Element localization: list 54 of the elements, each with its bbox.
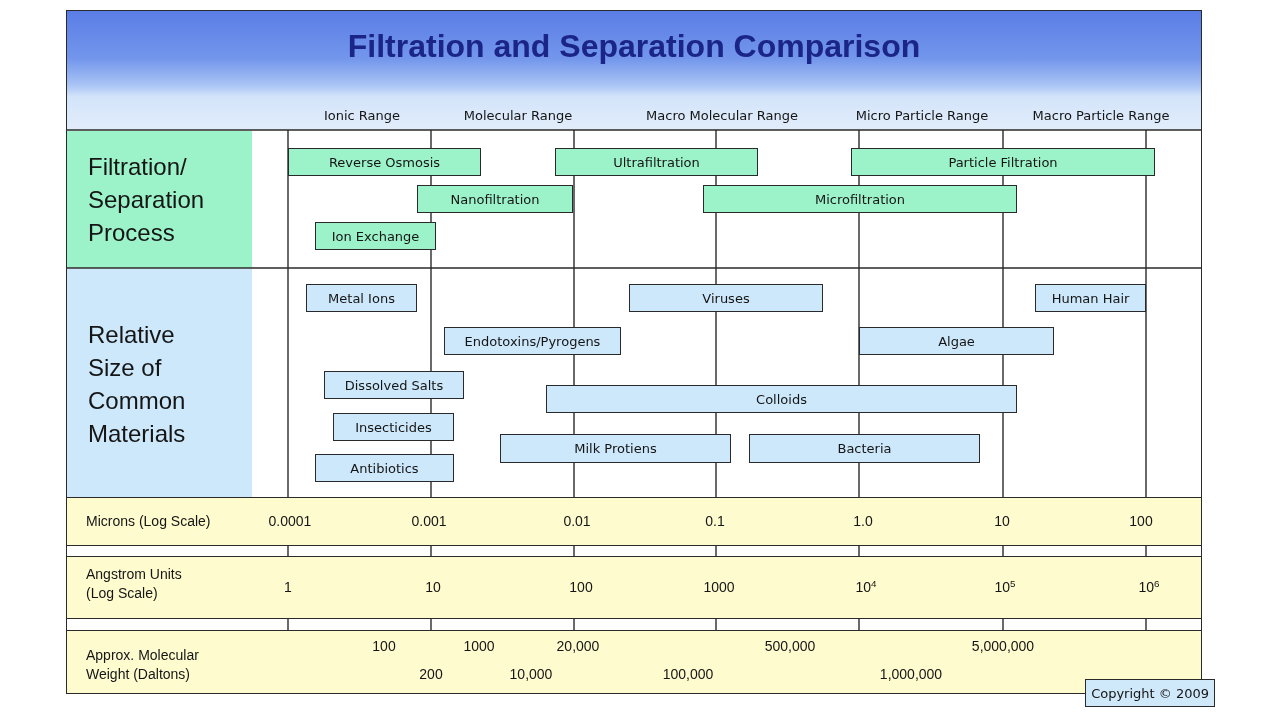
scale-band bbox=[66, 556, 1202, 619]
scale-value: 10,000 bbox=[509, 665, 553, 683]
range-bar: Ultrafiltration bbox=[555, 148, 758, 176]
scale-value: 100 bbox=[372, 637, 396, 655]
chart-title: Filtration and Separation Comparison bbox=[347, 27, 921, 65]
scale-value: 10 bbox=[425, 578, 441, 596]
range-bar: Microfiltration bbox=[703, 185, 1017, 213]
range-bar: Human Hair bbox=[1035, 284, 1146, 312]
scale-value: 0.01 bbox=[563, 512, 591, 530]
range-bar: Particle Filtration bbox=[851, 148, 1155, 176]
scale-value: 500,000 bbox=[764, 637, 816, 655]
range-label: Ionic Range bbox=[323, 107, 401, 123]
copyright-notice: Copyright © 2009 bbox=[1085, 679, 1215, 707]
range-bar: Ion Exchange bbox=[315, 222, 436, 250]
scale-value: 10$^{4}$ bbox=[855, 578, 877, 596]
scale-value: 10 bbox=[994, 512, 1010, 530]
range-bar: Nanofiltration bbox=[417, 185, 573, 213]
range-bar: Antibiotics bbox=[315, 454, 454, 482]
scale-value: 100 bbox=[1129, 512, 1153, 530]
range-bar: Reverse Osmosis bbox=[288, 148, 481, 176]
scale-value: 0.001 bbox=[411, 512, 447, 530]
scale-label: Approx. Molecular Weight (Daltons) bbox=[86, 646, 200, 684]
scale-label: Angstrom Units (Log Scale) bbox=[86, 565, 183, 603]
scale-value: 0.0001 bbox=[268, 512, 312, 530]
scale-value: 5,000,000 bbox=[971, 637, 1035, 655]
scale-value: 10$^{6}$ bbox=[1138, 578, 1160, 596]
scale-value: 20,000 bbox=[556, 637, 600, 655]
range-bar: Insecticides bbox=[333, 413, 454, 441]
range-bar: Algae bbox=[859, 327, 1054, 355]
range-label: Micro Particle Range bbox=[855, 107, 989, 123]
section-header: Filtration/ Separation Process bbox=[67, 131, 252, 268]
scale-value: 100,000 bbox=[662, 665, 714, 683]
scale-value: 200 bbox=[419, 665, 443, 683]
scale-value: 1 bbox=[284, 578, 292, 596]
scale-value: 1000 bbox=[463, 637, 495, 655]
range-bar: Endotoxins/Pyrogens bbox=[444, 327, 621, 355]
scale-value: 100 bbox=[569, 578, 593, 596]
scale-value: 0.1 bbox=[705, 512, 725, 530]
range-bar: Viruses bbox=[629, 284, 823, 312]
scale-band bbox=[66, 497, 1202, 546]
range-label: Macro Particle Range bbox=[1032, 107, 1170, 123]
range-bar: Milk Protiens bbox=[500, 434, 731, 463]
range-bar: Metal Ions bbox=[306, 284, 417, 312]
range-bar: Dissolved Salts bbox=[324, 371, 464, 399]
range-label: Macro Molecular Range bbox=[646, 107, 798, 123]
section-header: Relative Size of Common Materials bbox=[67, 269, 252, 498]
scale-value: 1.0 bbox=[853, 512, 873, 530]
scale-value: 1,000,000 bbox=[879, 665, 943, 683]
scale-label: Microns (Log Scale) bbox=[86, 511, 212, 531]
range-bar: Colloids bbox=[546, 385, 1017, 413]
scale-value: 10$^{5}$ bbox=[994, 578, 1016, 596]
range-label: Molecular Range bbox=[463, 107, 573, 123]
scale-value: 1000 bbox=[703, 578, 735, 596]
range-bar: Bacteria bbox=[749, 434, 980, 463]
